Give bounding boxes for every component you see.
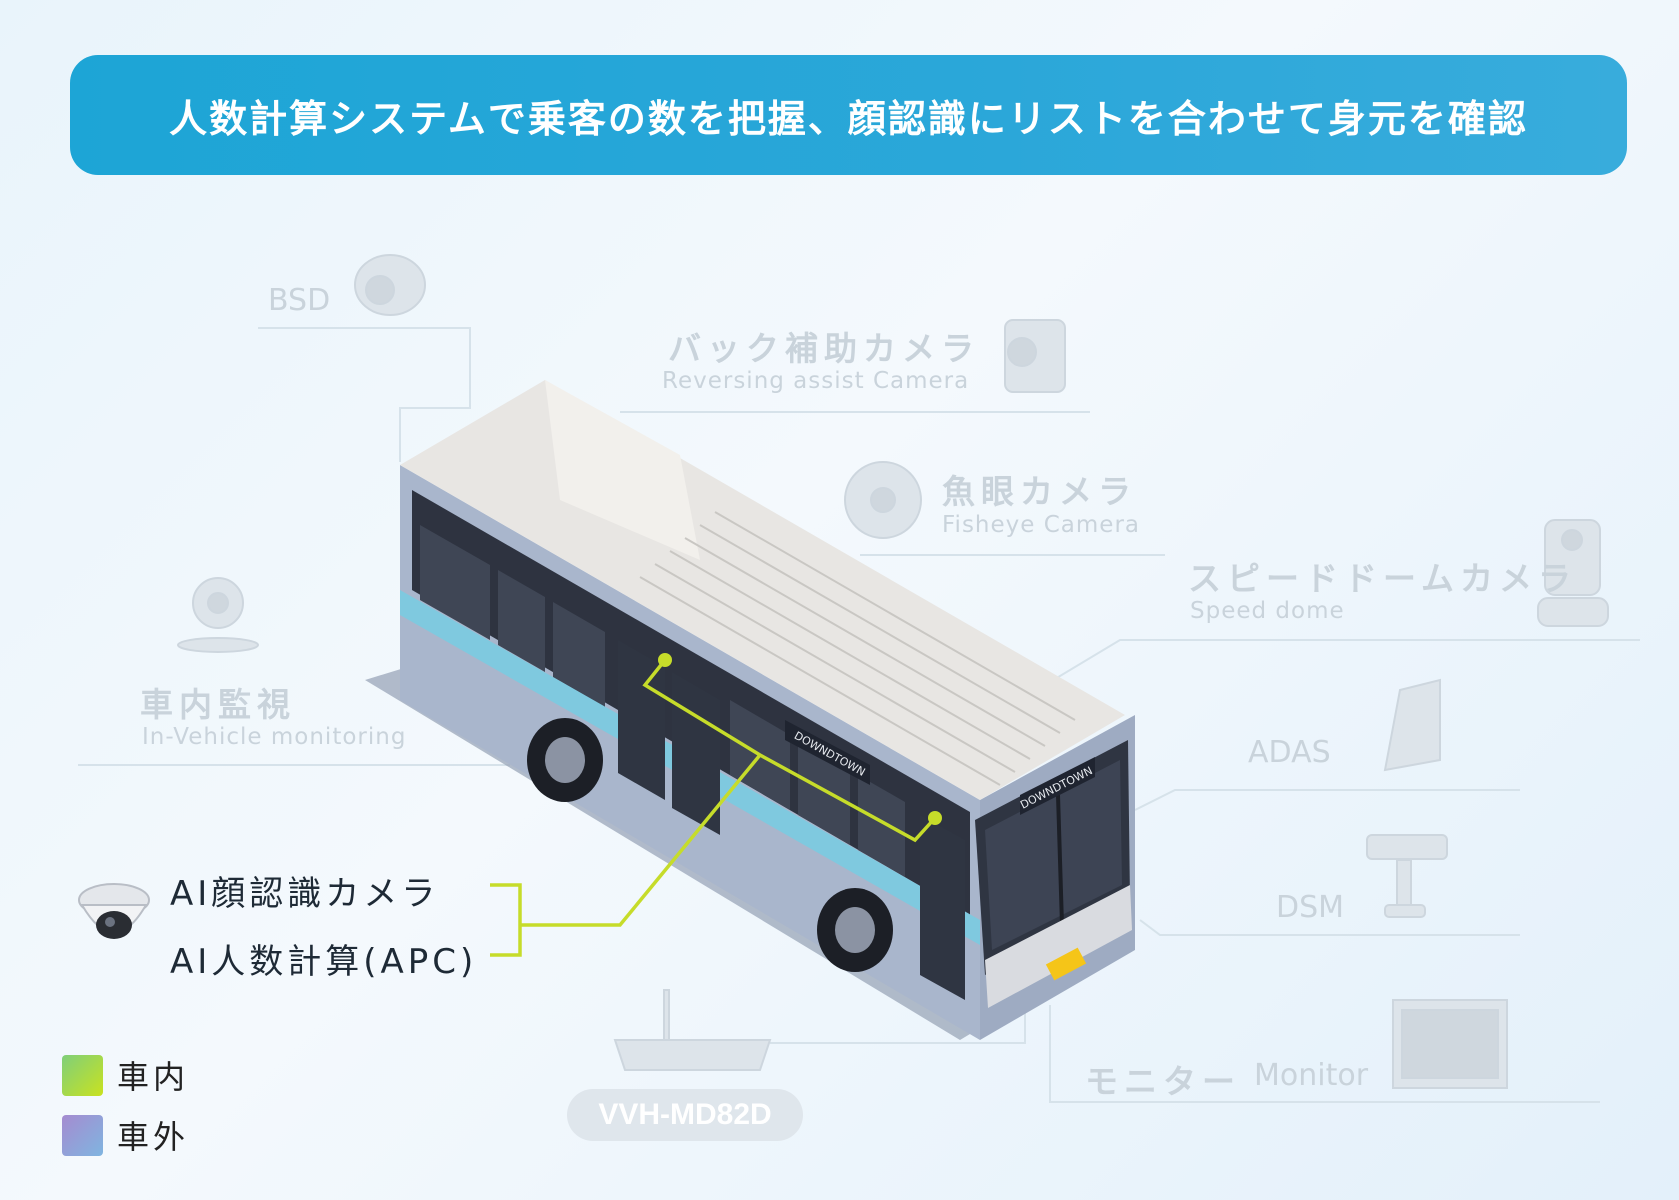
in-vehicle-en-label: In-Vehicle monitoring bbox=[142, 724, 407, 750]
legend-swatch-outside bbox=[62, 1114, 103, 1156]
fisheye-en-label: Fisheye Camera bbox=[942, 512, 1140, 538]
highlight-connectors bbox=[490, 658, 937, 957]
license-plate bbox=[1045, 947, 1087, 981]
speed-dome-icon bbox=[1537, 519, 1609, 627]
roof-vents bbox=[639, 511, 1076, 786]
legend-item-inside: 車内 bbox=[62, 1052, 189, 1098]
legend-label-inside: 車内 bbox=[117, 1058, 190, 1096]
adas-camera-icon bbox=[1383, 678, 1441, 772]
ai-people-counting-label: AI人数計算(APC) bbox=[170, 942, 478, 982]
speed-dome-connector bbox=[1019, 639, 1640, 701]
in-vehicle-camera-icon bbox=[177, 577, 259, 653]
legend-swatch-inside bbox=[62, 1054, 103, 1096]
adas-connector bbox=[1134, 789, 1520, 811]
reversing-en-label: Reversing assist Camera bbox=[662, 368, 970, 394]
in-vehicle-jp-label: 車内監視 bbox=[140, 685, 296, 724]
faded-connectors bbox=[78, 327, 1640, 1103]
front-door bbox=[618, 640, 665, 800]
camera-point-rear bbox=[658, 653, 672, 667]
monitor-connector bbox=[1049, 1005, 1600, 1103]
monitor-icon bbox=[1392, 999, 1508, 1089]
dsm-label: DSM bbox=[1276, 890, 1345, 925]
adas-label: ADAS bbox=[1248, 735, 1331, 770]
bsd-camera-icon bbox=[354, 254, 426, 316]
bsd-connector bbox=[258, 327, 471, 462]
wheel-front bbox=[817, 888, 893, 972]
fisheye-jp-label: 魚眼カメラ bbox=[942, 472, 1137, 511]
camera-point-front bbox=[928, 811, 942, 825]
callout-leader bbox=[520, 753, 762, 927]
monitor-en-label: Monitor bbox=[1254, 1058, 1369, 1093]
dvr-model-label: VVH-MD82D bbox=[598, 1098, 772, 1131]
faded-device-icons bbox=[177, 254, 1609, 1089]
rear-door bbox=[672, 672, 720, 835]
bus-roof-front-section bbox=[545, 380, 700, 560]
ai-face-recognition-label: AI顔認識カメラ bbox=[170, 874, 440, 914]
speed-dome-jp-label: スピードドームカメラ bbox=[1188, 559, 1578, 598]
fisheye-camera-icon bbox=[844, 461, 922, 539]
monitor-jp-label: モニター bbox=[1085, 1062, 1241, 1101]
legend-label-outside: 車外 bbox=[117, 1118, 190, 1156]
front-grille bbox=[985, 885, 1132, 1008]
callout-bracket bbox=[490, 883, 522, 957]
speed-dome-en-label: Speed dome bbox=[1190, 598, 1345, 624]
dsm-camera-icon bbox=[1366, 834, 1448, 918]
dsm-connector bbox=[1139, 919, 1520, 936]
dvr-icon bbox=[613, 989, 772, 1071]
reversing-jp-label: バック補助カメラ bbox=[668, 329, 980, 368]
driver-door bbox=[920, 815, 965, 1000]
header-banner: 人数計算システムで乗客の数を把握、顔認識にリストを合わせて身元を確認 bbox=[70, 55, 1627, 175]
wheel-rear bbox=[527, 718, 603, 802]
bsd-label: BSD bbox=[268, 283, 331, 318]
ai-dome-camera-icon bbox=[78, 883, 150, 939]
windshield-glass bbox=[985, 760, 1122, 950]
reversing-camera-icon bbox=[1004, 319, 1066, 393]
legend-item-outside: 車外 bbox=[62, 1112, 189, 1158]
dvr-model-badge: VVH-MD82D bbox=[567, 1089, 803, 1141]
page-title: 人数計算システムで乗客の数を把握、顔認識にリストを合わせて身元を確認 bbox=[169, 96, 1528, 141]
route-sign bbox=[785, 720, 1095, 815]
